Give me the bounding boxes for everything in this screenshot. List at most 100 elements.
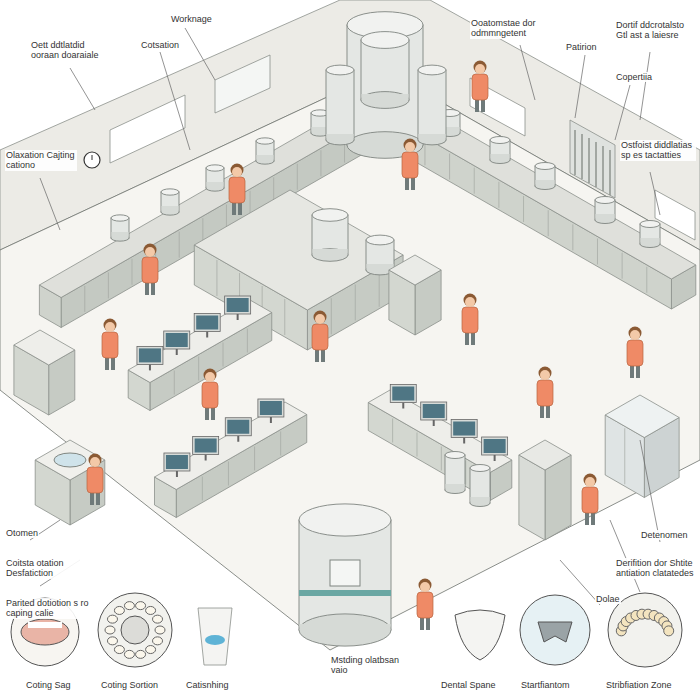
- person-hair: [144, 244, 157, 257]
- bench-instrument: [206, 165, 224, 171]
- callout-label: Startfiantom: [520, 680, 571, 690]
- central-machine: [361, 40, 409, 100]
- central-machine: [326, 65, 354, 75]
- tooth: [114, 606, 124, 614]
- monitor-stand: [494, 455, 496, 461]
- central-machine: [418, 70, 446, 140]
- canister: [445, 455, 465, 490]
- canister: [471, 497, 490, 503]
- person-hair: [464, 294, 477, 307]
- island-machine: [313, 249, 348, 255]
- monitor: [137, 346, 163, 364]
- canister: [470, 468, 490, 503]
- person-body: [537, 380, 553, 406]
- monitor-screen: [227, 420, 249, 434]
- monitor-screen: [423, 404, 445, 418]
- person-face: [405, 142, 415, 152]
- person-hair: [474, 61, 487, 74]
- tooth: [153, 615, 163, 623]
- person-hair: [629, 327, 642, 340]
- callout-label: Coting Sortion: [100, 680, 159, 690]
- sink: [54, 453, 86, 467]
- dental-shape: [455, 610, 505, 660]
- leader-line: [70, 68, 95, 110]
- leader-line: [640, 52, 650, 120]
- island-machine: [367, 264, 394, 270]
- cabinet: [14, 330, 75, 365]
- person-hair: [419, 579, 432, 592]
- leader-line: [575, 55, 585, 118]
- cabinet-line: [297, 164, 298, 190]
- cabinet-line: [646, 267, 647, 293]
- callout-label: Copertiia: [615, 72, 653, 82]
- person-face: [475, 64, 485, 74]
- monitor-stand: [402, 403, 404, 409]
- tooth: [146, 606, 156, 614]
- bench-instrument: [595, 197, 615, 204]
- person-body: [582, 487, 598, 513]
- tooth: [136, 650, 146, 658]
- person-hair: [204, 369, 217, 382]
- island-cabinet: [389, 255, 441, 285]
- person-body: [472, 74, 488, 100]
- instrument: [588, 138, 589, 183]
- monitor-stand: [176, 471, 178, 477]
- person-face: [145, 247, 155, 257]
- person-body: [87, 467, 103, 493]
- monitor-stand: [237, 314, 239, 320]
- tooth: [136, 602, 146, 610]
- callout-label: Derifition dor Shtite antiation clatated…: [615, 558, 695, 579]
- person-face: [205, 372, 215, 382]
- monitor: [225, 296, 251, 314]
- bench-instrument: [640, 221, 660, 228]
- wall-board: [215, 55, 270, 113]
- tooth: [153, 637, 163, 645]
- leader-line: [40, 178, 60, 230]
- cabinet-line: [84, 286, 85, 312]
- callout-label: Stribfiation Zone: [605, 680, 673, 690]
- monitor: [482, 437, 508, 455]
- work-island: [194, 190, 403, 310]
- monitor-screen: [166, 333, 188, 347]
- clock: [84, 152, 100, 168]
- person-hair: [231, 164, 244, 177]
- monitor-screen: [453, 422, 475, 436]
- leader-line: [640, 440, 660, 542]
- detail-circle: [121, 616, 149, 644]
- cabinet-line: [254, 447, 255, 471]
- person-hair: [104, 319, 117, 332]
- window: [110, 95, 185, 163]
- callout-label: Mstding olatbsan vaio: [330, 655, 412, 676]
- callout-label: Olaxation Cajting cationo: [5, 150, 77, 171]
- monitor-stand: [149, 364, 151, 370]
- callout-label: Dental Spane: [440, 680, 497, 690]
- callout-label: Worknage: [170, 14, 213, 24]
- window: [655, 190, 695, 240]
- callout-label: Coitsta otation Desfatiction: [5, 558, 87, 579]
- cabinet-line: [320, 150, 321, 176]
- cabinet-line: [523, 196, 524, 222]
- instrument: [595, 142, 596, 187]
- leader-line: [185, 28, 215, 80]
- island-machine: [366, 235, 394, 245]
- water: [205, 635, 225, 645]
- room: [0, 0, 700, 667]
- person-body: [462, 307, 478, 333]
- cabinet-line: [624, 428, 625, 484]
- person-body: [402, 152, 418, 178]
- cabinet-line: [474, 168, 475, 194]
- monitor: [225, 418, 251, 436]
- tooth: [124, 650, 134, 658]
- monitor-screen: [166, 455, 188, 469]
- monitor: [421, 402, 447, 420]
- bench-instrument: [535, 163, 555, 170]
- monitor: [193, 437, 219, 455]
- bench-instrument: [257, 155, 274, 161]
- person-face: [465, 297, 475, 307]
- floor: [0, 70, 700, 650]
- bench-instrument: [490, 137, 510, 144]
- monitor-screen: [196, 316, 218, 330]
- bench-instrument: [256, 138, 274, 144]
- detail-circle: [98, 593, 172, 667]
- cylinder-machine: [299, 504, 391, 536]
